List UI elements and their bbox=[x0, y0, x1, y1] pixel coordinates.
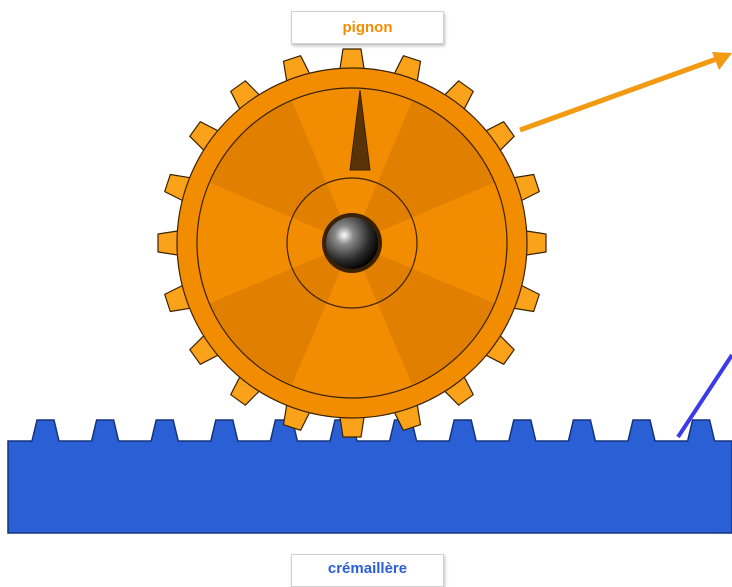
pinion-axle bbox=[326, 217, 378, 269]
pinion-label: pignon bbox=[291, 11, 444, 44]
pinion-sector bbox=[209, 243, 352, 386]
pinion-sector bbox=[209, 100, 352, 243]
pinion bbox=[157, 48, 547, 438]
rack-label: crémaillère bbox=[291, 554, 444, 587]
pinion-sector bbox=[352, 100, 495, 243]
pinion-hub-ring bbox=[286, 177, 418, 309]
rack-leader-line bbox=[676, 353, 732, 439]
pinion-leader-arrow bbox=[519, 52, 732, 133]
pinion-sector bbox=[352, 243, 495, 386]
pinion-inner-ring bbox=[196, 87, 508, 399]
pinion-sectors bbox=[209, 100, 495, 386]
rack-body bbox=[7, 419, 732, 534]
pinion-pointer-icon bbox=[349, 89, 371, 171]
rack bbox=[7, 419, 732, 534]
